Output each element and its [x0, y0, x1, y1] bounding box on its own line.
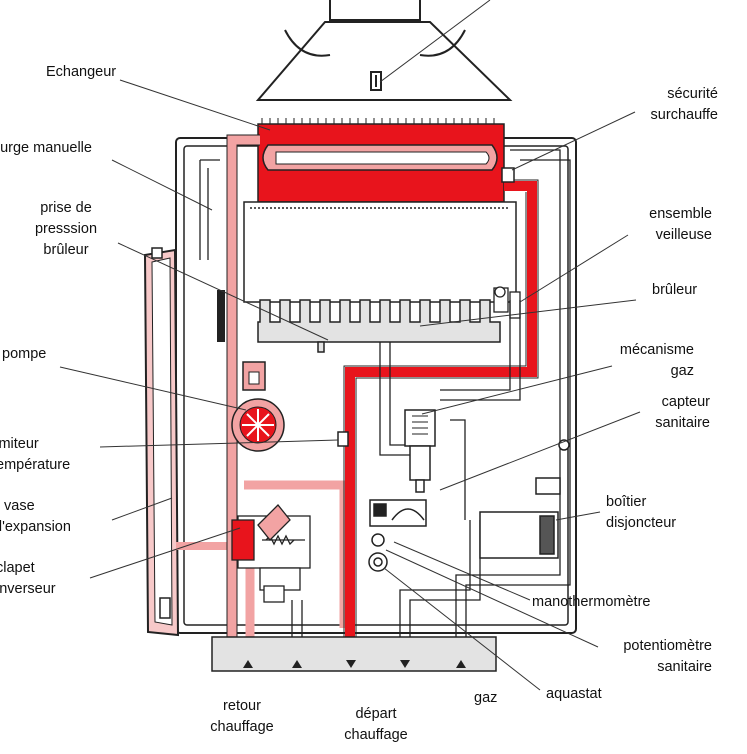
label-bruleur: brûleur	[652, 282, 698, 298]
diverter-valve	[231, 504, 311, 603]
expansion-vessel	[143, 247, 180, 637]
pump	[231, 361, 285, 452]
connection-bar	[211, 636, 497, 672]
manual-purge	[217, 290, 225, 342]
label-echangeur: Echangeur	[46, 64, 117, 80]
flow-circuit	[345, 181, 537, 670]
cold-pipes	[199, 149, 571, 665]
return-circuit-outline	[226, 134, 260, 665]
label-manothermometre: manothermomètre	[532, 594, 651, 610]
label-pompe: pompe	[2, 346, 47, 362]
overheat-safety	[501, 167, 515, 183]
connection-arrows	[243, 660, 466, 668]
label-gaz: gaz	[474, 690, 498, 706]
pilot-assembly	[493, 286, 521, 319]
burner	[257, 299, 501, 353]
label-purge-manuelle: purge manuelle	[0, 140, 92, 156]
label-clapet: clapetinverseur	[0, 560, 56, 597]
flow-circuit-outline	[343, 179, 539, 665]
gas-valve	[404, 409, 436, 493]
leader-lines	[59, 0, 641, 691]
label-limiteur: limiteurtempérature	[0, 436, 71, 473]
combustion-chamber	[243, 201, 517, 303]
label-aquastat: aquastat	[546, 686, 602, 702]
heat-exchanger	[257, 118, 505, 203]
flue-hood	[255, 0, 513, 101]
control-panel	[368, 499, 427, 572]
breaker-box	[479, 477, 561, 559]
temperature-limiter	[337, 431, 349, 447]
